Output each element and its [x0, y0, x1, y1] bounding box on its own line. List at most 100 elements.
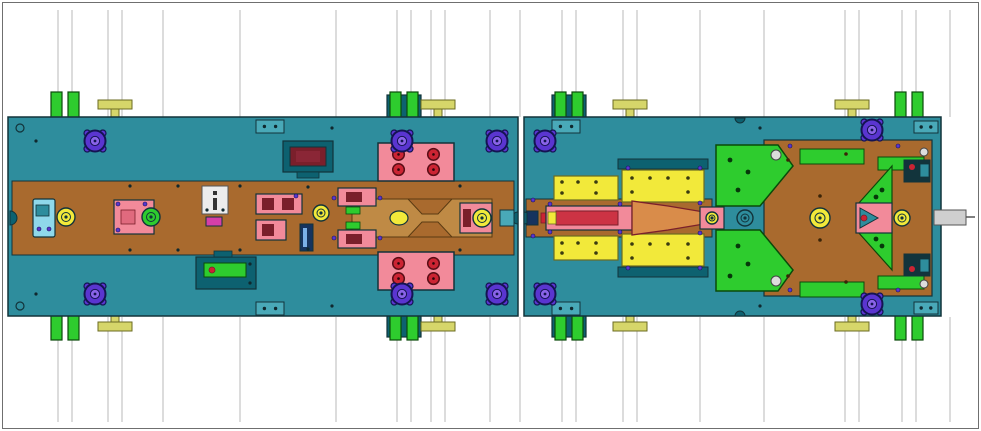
mount-hole: [273, 306, 278, 311]
mount-hole: [919, 306, 923, 310]
clamp-center: [495, 292, 499, 296]
form-pin: [860, 214, 868, 222]
clevis-bushing-center: [480, 216, 484, 220]
gib-insert: [919, 258, 930, 273]
center-bushing-center: [743, 216, 747, 220]
pin-bushing-bore: [61, 212, 71, 222]
dowel-pin: [377, 195, 383, 201]
clamp-finger: [894, 312, 907, 341]
support-bar: [834, 321, 870, 332]
die-bushing-bore: [814, 212, 826, 224]
bolt-hole: [727, 273, 733, 279]
dowel-hole: [770, 149, 782, 161]
mount-block: [913, 301, 939, 315]
edge-notch: [734, 310, 746, 317]
horn-bushing-bore: [708, 214, 716, 222]
mount-hole: [273, 124, 278, 129]
dowel-pin: [787, 287, 793, 293]
gib-pin: [909, 266, 915, 272]
screw-hole: [306, 185, 310, 189]
dowel-hole: [770, 275, 782, 287]
ejector-tab: [213, 250, 233, 258]
feed-block: [526, 210, 539, 226]
clamp-finger: [389, 312, 402, 341]
form-wedge: [859, 207, 880, 229]
support-bar: [612, 321, 648, 332]
dowel-hole: [919, 147, 929, 157]
screw-hole: [205, 208, 209, 212]
corner-bolt: [15, 301, 25, 311]
support-bar: [420, 99, 456, 110]
mount-hole: [929, 125, 933, 129]
locator-pin-bore: [146, 212, 156, 222]
screw-hole: [560, 180, 564, 184]
dowel-pin: [697, 200, 703, 206]
screw-hole: [306, 247, 310, 251]
screw-hole: [128, 248, 132, 252]
edge-notch: [734, 117, 746, 124]
support-bar: [612, 99, 648, 110]
screw-hole: [758, 126, 762, 130]
dowel-pin: [617, 229, 623, 235]
bed-hole: [786, 274, 790, 278]
dowel-pin: [115, 227, 121, 233]
screw-hole: [630, 242, 634, 246]
bolt-hole: [735, 243, 741, 249]
die-plate: [621, 233, 705, 267]
edge-notch: [9, 210, 18, 226]
guide-bushing-center: [319, 211, 323, 215]
dowel-pin: [530, 197, 536, 203]
screw-hole: [238, 248, 242, 252]
dowel-pin: [142, 201, 148, 207]
guide-tab: [345, 221, 361, 230]
pilot-slot: [389, 210, 409, 226]
clamp-finger: [406, 91, 419, 120]
bolt-center: [397, 153, 400, 156]
support-bar: [97, 99, 133, 110]
screw-hole: [34, 139, 38, 143]
horn-bushing-center: [710, 216, 714, 220]
punch-insert: [262, 224, 274, 236]
mount-hole: [262, 124, 267, 129]
screw-hole: [458, 184, 462, 188]
die-bushing-center: [818, 216, 822, 220]
bolt-hole: [879, 243, 885, 249]
mount-hole: [919, 125, 923, 129]
clevis-bushing-bore: [477, 213, 487, 223]
bolt-hole: [873, 236, 879, 242]
stop-block-insert: [35, 204, 50, 217]
screw-hole: [248, 281, 252, 285]
screw-hole: [560, 251, 564, 255]
support-bar: [97, 321, 133, 332]
edge-bracket: [499, 209, 515, 227]
screw-hole: [458, 248, 462, 252]
center-bushing-bore: [740, 213, 750, 223]
screw-hole: [648, 176, 652, 180]
screw-hole: [128, 184, 132, 188]
dowel-pin: [331, 195, 337, 201]
clamp-center: [400, 139, 404, 143]
cam-driver-lower: [715, 229, 794, 292]
screw-hole: [666, 176, 670, 180]
bed-hole: [818, 238, 822, 242]
bolt-center: [397, 262, 400, 265]
screw-hole: [238, 184, 242, 188]
dowel-pin: [293, 193, 299, 199]
screw-hole: [176, 184, 180, 188]
clamp-finger: [67, 91, 80, 120]
dowel-pin: [530, 233, 536, 239]
dowel-pin: [115, 201, 121, 207]
stripper-plate: [553, 175, 619, 201]
ejector-pin: [208, 266, 216, 274]
gib-pin: [909, 164, 915, 170]
clamp-center: [870, 128, 874, 132]
locator-pin-center: [149, 215, 153, 219]
screw-hole: [176, 248, 180, 252]
punch-core: [555, 210, 619, 226]
stripper-plate: [553, 235, 619, 261]
gib-insert: [919, 163, 930, 178]
dowel-pin: [787, 143, 793, 149]
dowel-pin: [547, 229, 553, 235]
die-shoe-block: [377, 251, 455, 291]
